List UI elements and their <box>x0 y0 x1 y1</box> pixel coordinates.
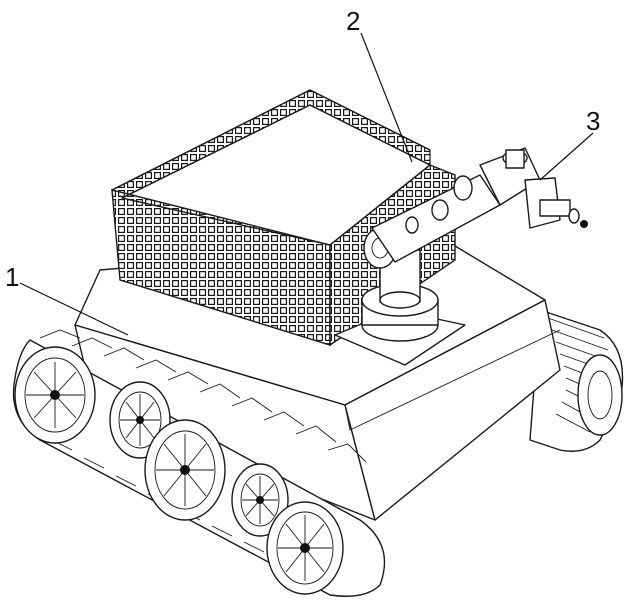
robotic-arm <box>334 147 588 366</box>
wheel-5 <box>266 501 344 595</box>
leader-3 <box>539 132 594 181</box>
wheel-3 <box>144 419 226 521</box>
label-2: 2 <box>346 6 360 36</box>
callouts: 1 2 3 <box>5 6 600 336</box>
label-3: 3 <box>586 106 600 136</box>
leader-1 <box>19 282 129 336</box>
left-track <box>12 329 386 597</box>
leader-2 <box>360 32 413 163</box>
wheel-1 <box>14 346 96 444</box>
wheel-4 <box>231 463 289 537</box>
label-1: 1 <box>5 262 19 292</box>
